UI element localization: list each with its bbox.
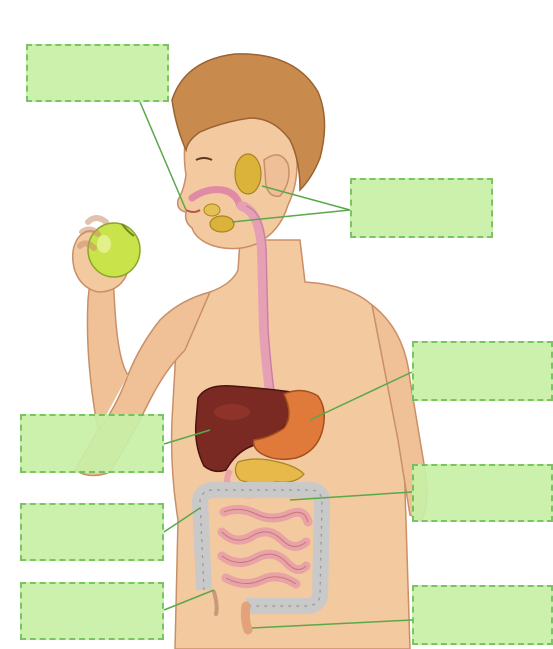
- rectum: [245, 606, 248, 630]
- label-box-1[interactable]: [26, 44, 169, 102]
- label-box-2[interactable]: [350, 178, 493, 238]
- label-box-3[interactable]: [412, 341, 553, 401]
- label-box-4[interactable]: [20, 414, 164, 473]
- label-box-8[interactable]: [412, 585, 553, 645]
- label-box-7[interactable]: [20, 582, 164, 640]
- label-box-5[interactable]: [412, 464, 553, 522]
- label-box-6[interactable]: [20, 503, 164, 561]
